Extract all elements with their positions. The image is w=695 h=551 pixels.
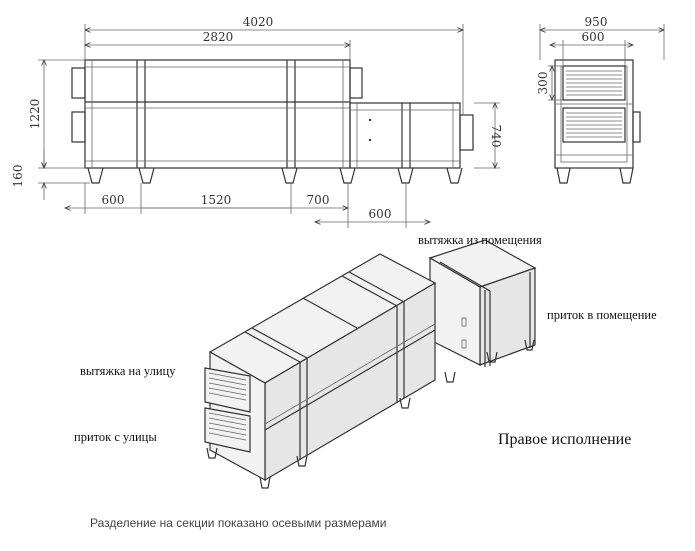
dim-grille-height: 300 (536, 72, 550, 95)
label-exhaust-to-street: вытяжка на улицу (80, 364, 176, 378)
label-version: Правое исполнение (498, 431, 631, 448)
dim-side-inner: 600 (582, 30, 605, 44)
label-supply-from-street: приток с улицы (74, 430, 157, 444)
main-housing (84, 59, 351, 169)
front-view: 4020 2820 1220 160 740 600 1520 700 600 (11, 15, 503, 228)
side-housing (554, 59, 634, 169)
dim-height-main: 1220 (28, 99, 42, 130)
isometric-view: вытяжка из помещения приток в помещение … (74, 233, 657, 489)
dim-height-aux: 740 (489, 125, 503, 148)
dim-section-a: 600 (102, 193, 125, 207)
dim-section-d: 600 (369, 207, 392, 221)
side-grille-bottom (562, 107, 626, 143)
dim-base-height: 160 (11, 165, 25, 188)
label-exhaust-from-room: вытяжка из помещения (418, 233, 542, 247)
side-view: 950 600 300 (536, 15, 664, 184)
dim-section-c: 700 (307, 193, 330, 207)
dim-total-length: 4020 (243, 15, 274, 29)
dim-main-length: 2820 (203, 30, 234, 44)
aux-housing (349, 102, 461, 169)
label-supply-to-room: приток в помещение (547, 308, 657, 322)
dim-section-b: 1520 (201, 193, 232, 207)
side-grille-top (562, 65, 626, 101)
dim-side-width: 950 (585, 15, 608, 29)
left-duct-bottom (71, 111, 86, 143)
footnote: Разделение на секции показано осевыми ра… (90, 516, 386, 530)
left-duct-top (71, 67, 86, 99)
